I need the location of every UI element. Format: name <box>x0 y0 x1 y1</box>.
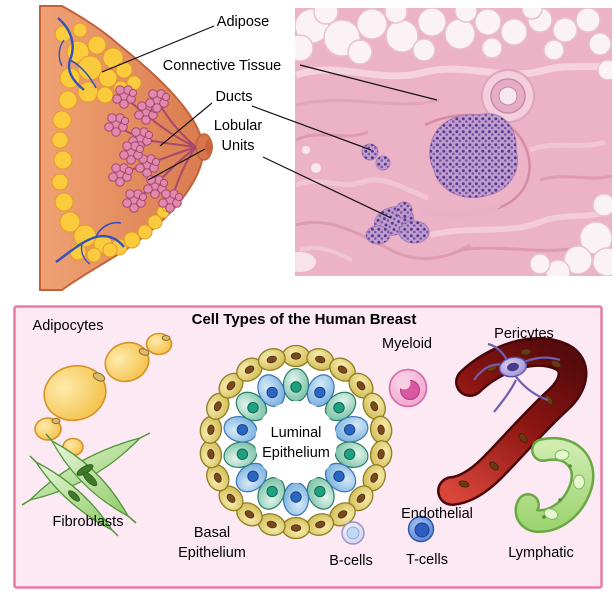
connective-tissue-leader-line <box>299 64 438 101</box>
ducts-label: Ducts <box>215 89 253 105</box>
basal-epithelium-label: Basal Epithelium <box>178 525 246 561</box>
b-cells-label: B-cells <box>329 553 373 569</box>
pericytes-label: Pericytes <box>494 326 554 342</box>
histology-image <box>295 8 612 276</box>
adipocytes-illustration <box>34 332 173 457</box>
ducts-leader-line-right <box>251 105 372 151</box>
endothelial-label: Endothelial <box>401 506 473 522</box>
duct-lumen <box>255 401 337 483</box>
illustration-blood-vessels <box>55 17 125 265</box>
t-cell <box>407 515 435 543</box>
connective-tissue-label: Connective Tissue <box>162 58 282 74</box>
myeloid-cell <box>388 368 428 408</box>
adipose-label: Adipose <box>216 14 270 30</box>
fibroblasts-label: Fibroblasts <box>52 514 124 530</box>
histology-lobule-small <box>365 201 430 245</box>
lymphatic-label: Lymphatic <box>508 545 574 561</box>
breast-illustration <box>39 5 213 291</box>
b-cell <box>341 521 365 545</box>
lobular-units-leader-line-right <box>262 156 392 219</box>
endothelial-nuclei <box>458 348 562 488</box>
lobular-units-leader-line-left <box>147 148 206 181</box>
t-cells-label: T-cells <box>406 552 448 568</box>
adipocytes-label: Adipocytes <box>32 318 104 334</box>
myeloid-label: Myeloid <box>382 336 432 352</box>
fibroblasts-illustration <box>21 432 151 537</box>
histology-adipose-region <box>295 8 612 81</box>
adipose-leader-line <box>101 25 215 73</box>
luminal-epithelium-label: Luminal Epithelium <box>262 425 330 461</box>
lobular-units-label: Lobular Units <box>213 118 263 154</box>
ducts-leader-line-left <box>159 102 213 147</box>
leader-lines <box>101 25 438 219</box>
duct-cross-section <box>197 344 395 540</box>
histology-lobule-large <box>429 113 518 198</box>
pericyte-and-endothelial-vessel <box>437 337 588 506</box>
lymphatic-vessel <box>514 436 595 533</box>
panel-title: Cell Types of the Human Breast <box>191 311 417 328</box>
